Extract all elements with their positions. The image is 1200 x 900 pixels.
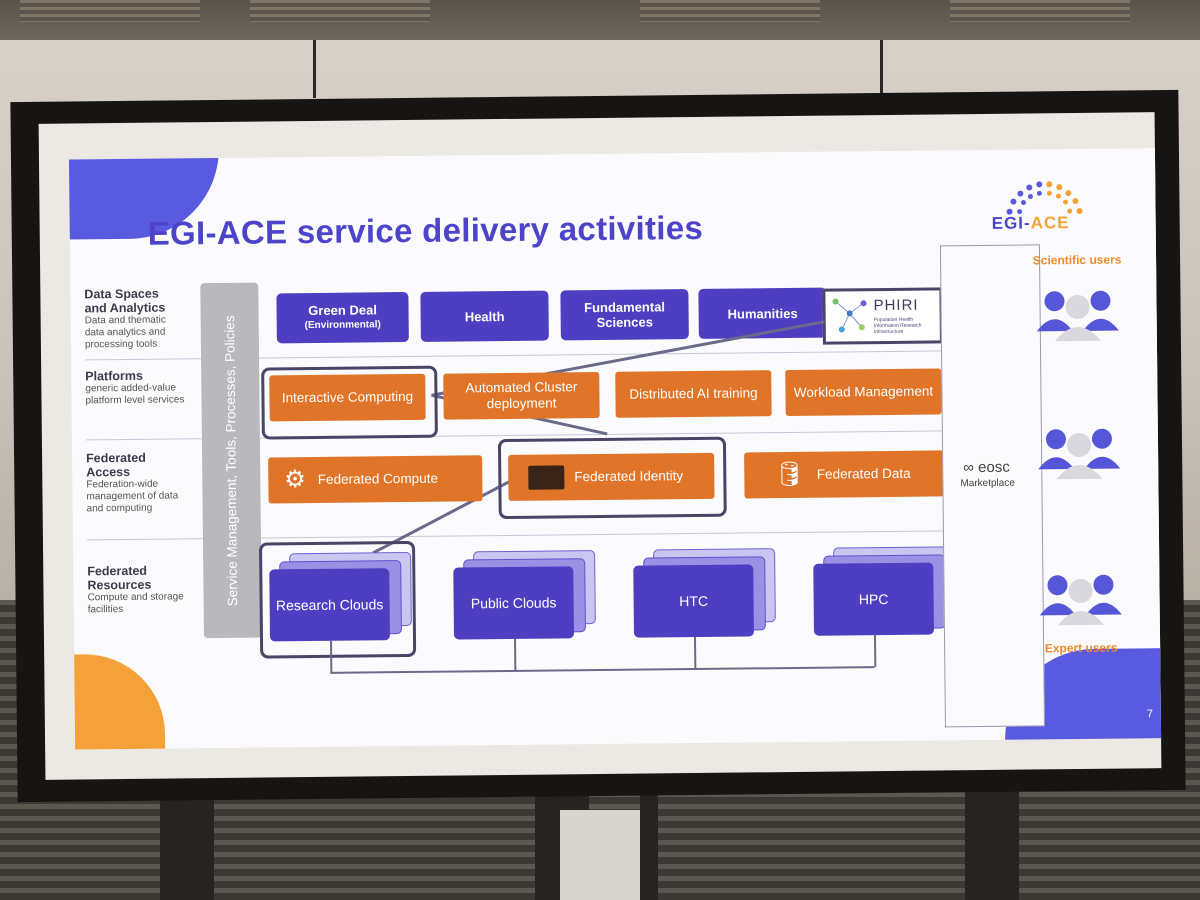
id-card-icon: [528, 465, 565, 490]
phiri-logo: PHIRI Population Health Information Rese…: [822, 287, 943, 345]
eosc-logo: ∞ eosc: [963, 458, 1010, 477]
resource-hpc: HPC: [813, 546, 956, 636]
row-label-data-spaces: Data Spaces and Analytics Data and thema…: [84, 286, 166, 351]
projector-screen: EGI-ACE service delivery activities EGI-…: [38, 112, 1162, 780]
resource-public-clouds: Public Clouds: [453, 550, 596, 640]
scientific-users-label: Scientific users: [1032, 252, 1122, 268]
platform-distributed-ai: Distributed AI training: [615, 370, 772, 418]
data-space-fundamental-sciences: Fundamental Sciences: [560, 289, 689, 341]
page-number: 7: [1146, 708, 1154, 721]
hanging-wire: [313, 40, 316, 98]
federated-compute-box: ⚙ Federated Compute: [268, 455, 483, 504]
resource-htc: HTC: [633, 548, 776, 638]
gears-icon: ⚙: [284, 466, 306, 494]
hanging-wire: [880, 40, 883, 100]
eosc-marketplace-panel: ∞ eosc Marketplace: [939, 244, 1045, 728]
wall-panel: [560, 810, 640, 900]
logo-text: EGI-ACE: [991, 213, 1070, 233]
ceiling-vent: [20, 0, 200, 22]
users-group-icon: [1038, 428, 1121, 480]
pillar: [160, 790, 214, 900]
resources-bus-line: [330, 666, 875, 674]
row-label-federated-resources: Federated Resources Compute and storage …: [87, 563, 184, 616]
data-space-green-deal: Green Deal (Environmental): [276, 291, 409, 344]
federated-identity-box: Federated Identity: [508, 452, 715, 501]
ceiling-vent: [950, 0, 1130, 22]
resources-bus-line: [330, 640, 333, 673]
resource-research-clouds: Research Clouds: [269, 551, 412, 642]
pillar: [640, 790, 658, 900]
egi-ace-logo-icon: [1006, 181, 1083, 215]
pillar: [965, 790, 1019, 900]
users-group-icon: [1039, 574, 1122, 626]
users-group-icon: [1036, 290, 1119, 342]
resources-bus-line: [694, 637, 697, 670]
presentation-slide: EGI-ACE service delivery activities EGI-…: [68, 148, 1162, 750]
resources-bus-line: [873, 635, 877, 668]
service-management-bar: Service Management, Tools, Processes, Po…: [200, 282, 262, 639]
ceiling-vent: [640, 0, 820, 22]
database-icon: 🛢: [774, 460, 805, 489]
resources-bus-line: [514, 638, 517, 671]
row-label-federated-access: Federated Access Federation-wide managem…: [86, 450, 179, 515]
slide-title: EGI-ACE service delivery activities: [147, 208, 704, 252]
phiri-network-icon: [832, 298, 867, 333]
decor-blob: [68, 653, 166, 750]
row-label-platforms: Platforms generic added-value platform l…: [85, 368, 185, 407]
platform-workload-management: Workload Management: [785, 368, 942, 417]
ceiling-vent: [250, 0, 430, 22]
data-space-health: Health: [420, 290, 549, 342]
platform-interactive-computing: Interactive Computing: [269, 373, 426, 422]
federated-data-box: 🛢 Federated Data: [744, 450, 945, 499]
expert-users-label: Expert users: [1044, 640, 1118, 656]
platform-automated-cluster: Automated Cluster deployment: [443, 372, 600, 420]
